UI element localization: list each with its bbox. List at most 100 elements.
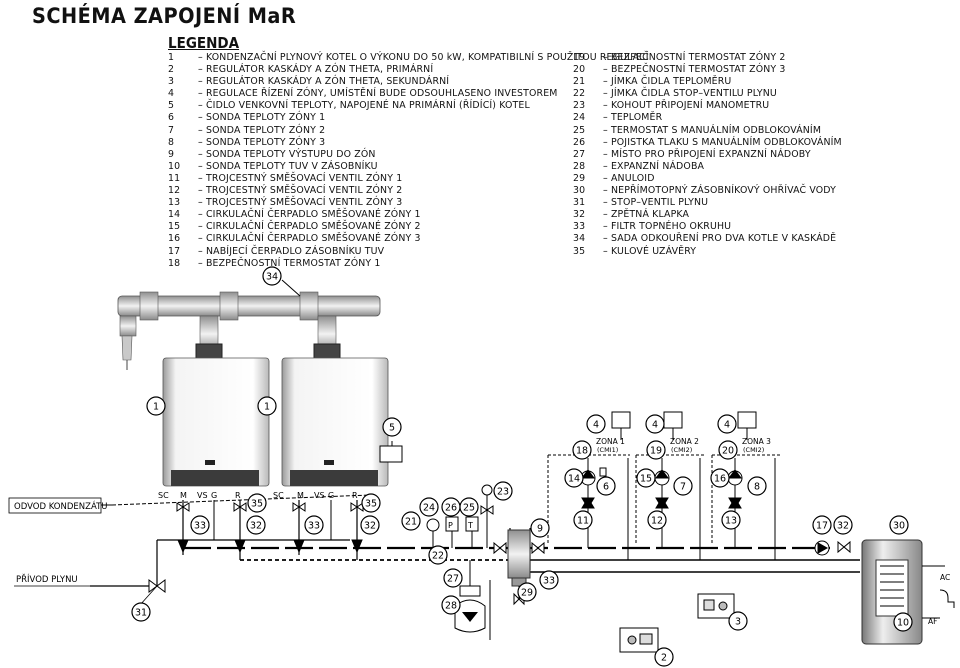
callout-circle bbox=[247, 493, 267, 513]
callout-circle bbox=[718, 440, 738, 460]
boiler-connections bbox=[176, 500, 364, 560]
legend-item-number: 34 bbox=[573, 233, 586, 245]
callout-circle bbox=[361, 493, 381, 513]
callout-c18: 18 bbox=[572, 440, 592, 460]
callout-number: 13 bbox=[725, 516, 737, 527]
callout-c22: 22 bbox=[428, 545, 448, 565]
callout-number: 31 bbox=[135, 608, 147, 619]
legend-item-number: 17 bbox=[168, 245, 181, 257]
callout-circle bbox=[401, 511, 421, 531]
callout-number: 12 bbox=[651, 516, 663, 527]
legend-item-text: – JÍMKA ČIDLA STOP–VENTILU PLYNU bbox=[603, 88, 777, 100]
legend-item-number: 15 bbox=[168, 221, 181, 233]
legend-item: 32– ZPĚTNÁ KLAPKA bbox=[573, 209, 842, 221]
callout-c8: 8 bbox=[747, 476, 767, 496]
legend-item-number: 26 bbox=[573, 136, 586, 148]
callout-number: 16 bbox=[714, 474, 726, 485]
callout-number: 33 bbox=[543, 576, 555, 587]
legend-item-text: – KONDENZAČNÍ PLYNOVÝ KOTEL O VÝKONU DO … bbox=[198, 52, 649, 63]
legend-item-text: – REGULACE ŘÍZENÍ ZÓNY, UMÍSTĚNÍ BUDE OD… bbox=[198, 88, 558, 100]
callout-number: 28 bbox=[445, 601, 457, 612]
callout-circle bbox=[747, 476, 767, 496]
callout-c7: 7 bbox=[673, 476, 693, 496]
legend-item-text: – TROJCESTNÝ SMĚŠOVACÍ VENTIL ZÓNY 2 bbox=[198, 185, 403, 197]
callout-c6: 6 bbox=[596, 476, 616, 496]
callout-circle bbox=[728, 611, 748, 631]
zone-1-name: ZONA 1 bbox=[596, 437, 625, 446]
legend-item-number: 13 bbox=[168, 197, 181, 209]
legend-item-number: 12 bbox=[168, 185, 181, 197]
legend-item-text: – REGULÁTOR KASKÁDY A ZÓN THETA, SEKUNDÁ… bbox=[198, 76, 450, 88]
legend-item-number: 4 bbox=[168, 88, 175, 100]
callout-c27: 27 bbox=[443, 568, 463, 588]
callout-number: 27 bbox=[447, 574, 459, 585]
callout-circle bbox=[493, 481, 513, 501]
callout-c19: 19 bbox=[646, 440, 666, 460]
legend-item: 18– BEZPEČNOSTNÍ TERMOSTAT ZÓNY 1 bbox=[168, 258, 649, 270]
callout-c4b: 4 bbox=[645, 414, 665, 434]
label-af: AF bbox=[928, 617, 937, 626]
callout-number: 14 bbox=[568, 474, 580, 485]
port-sc-2: SC bbox=[273, 491, 284, 500]
callout-circle bbox=[721, 510, 741, 530]
legend-title: LEGENDA bbox=[168, 34, 240, 52]
callout-circle bbox=[710, 468, 730, 488]
legend-item: 12 – TROJCESTNÝ SMĚŠOVACÍ VENTIL ZÓNY 2 bbox=[168, 185, 649, 197]
callout-c33a: 33 bbox=[190, 515, 210, 535]
callout-number: 32 bbox=[364, 521, 376, 532]
legend-item: 21– JÍMKA ČIDLA TEPLOMĚRU bbox=[573, 76, 842, 88]
legend-item-number: 27 bbox=[573, 148, 586, 160]
legend-item-text: – TEPLOMĚR bbox=[603, 112, 663, 124]
callout-number: 30 bbox=[893, 521, 905, 532]
callout-circle bbox=[146, 396, 166, 416]
callout-c33b: 33 bbox=[304, 515, 324, 535]
callout-number: 32 bbox=[837, 521, 849, 532]
callout-c11: 11 bbox=[573, 510, 593, 530]
callout-number: 34 bbox=[266, 272, 278, 283]
legend-item-number: 25 bbox=[573, 124, 586, 136]
safety-group: P T bbox=[426, 484, 494, 548]
legend-item-number: 19 bbox=[573, 52, 586, 63]
legend-item-text: – ČIDLO VENKOVNÍ TEPLOTY, NAPOJENÉ NA PR… bbox=[198, 100, 530, 112]
callout-circle bbox=[459, 497, 479, 517]
zone-3 bbox=[711, 411, 780, 560]
legend-item-text: – BEZPEČNOSTNÍ TERMOSTAT ZÓNY 3 bbox=[603, 64, 786, 76]
port-vs-2: VS bbox=[314, 491, 325, 500]
callout-c23: 23 bbox=[493, 481, 513, 501]
zone-3-code: (CMI2) bbox=[743, 446, 764, 454]
legend-item-number: 23 bbox=[573, 100, 586, 112]
callout-circle bbox=[443, 568, 463, 588]
callout-number: 4 bbox=[724, 420, 730, 431]
legend-item-text: – SONDA TEPLOTY VÝSTUPU DO ZÓN bbox=[198, 148, 376, 160]
legend-item: 14– CIRKULAČNÍ ČERPADLO SMĚŠOVANÉ ZÓNY 1 bbox=[168, 209, 649, 221]
legend-item-number: 8 bbox=[168, 136, 175, 148]
callout-circle bbox=[833, 515, 853, 535]
callout-number: 33 bbox=[308, 521, 320, 532]
label-gas: PŘÍVOD PLYNU bbox=[16, 573, 78, 585]
boiler-primary bbox=[162, 357, 270, 487]
callout-circle bbox=[246, 515, 266, 535]
legend-item-number: 33 bbox=[573, 221, 586, 233]
legend-item: 25– TERMOSTAT S MANUÁLNÍM ODBLOKOVÁNÍM bbox=[573, 125, 842, 137]
callout-circle bbox=[262, 266, 282, 286]
filter-and-valves bbox=[489, 541, 545, 640]
callout-circle bbox=[190, 515, 210, 535]
label-condensate: ODVOD KONDENZÁTU bbox=[14, 500, 108, 512]
legend-item: 17– NABÍJECÍ ČERPADLO ZÁSOBNÍKU TUV bbox=[168, 246, 649, 258]
legend-item: 23– KOHOUT PŘIPOJENÍ MANOMETRU bbox=[573, 100, 842, 112]
legend-item-text: – POJISTKA TLAKU S MANUÁLNÍM ODBLOKOVÁNÍ… bbox=[603, 136, 842, 148]
callout-circle bbox=[645, 414, 665, 434]
callout-c26: 26 bbox=[441, 497, 461, 517]
flue-kit bbox=[117, 279, 381, 370]
legend-item: 20– BEZPEČNOSTNÍ TERMOSTAT ZÓNY 3 bbox=[573, 64, 842, 76]
legend-item-number: 9 bbox=[168, 148, 175, 160]
callout-number: 21 bbox=[405, 517, 417, 528]
gauge-t: T bbox=[467, 521, 473, 530]
callout-circle bbox=[596, 476, 616, 496]
callout-number: 26 bbox=[445, 503, 457, 514]
callout-c30: 30 bbox=[889, 515, 909, 535]
legend-item: 5– ČIDLO VENKOVNÍ TEPLOTY, NAPOJENÉ NA P… bbox=[168, 100, 649, 112]
callout-c24: 24 bbox=[419, 497, 439, 517]
legend-item-text: – BEZPEČNOSTNÍ TERMOSTAT ZÓNY 1 bbox=[198, 257, 381, 269]
